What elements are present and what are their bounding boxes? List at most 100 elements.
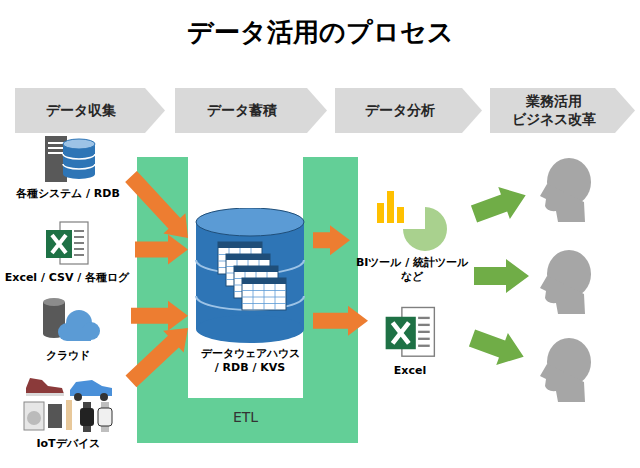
iot-icon — [18, 372, 118, 434]
green-arrow — [466, 322, 529, 373]
drawing-part — [26, 378, 64, 394]
green-arrow — [468, 179, 531, 230]
drawing-part — [275, 284, 276, 310]
drawing-part — [52, 235, 66, 253]
drawing-part — [387, 191, 394, 223]
drawing-part — [74, 242, 84, 244]
flow-arrow — [313, 225, 350, 255]
drawing-part — [66, 400, 72, 430]
drawing-part — [418, 317, 430, 319]
source-item: 各種システム / RDB — [8, 134, 128, 201]
person-head — [540, 276, 585, 314]
drawing-part — [74, 236, 84, 238]
drawing-part — [26, 393, 64, 396]
flow-arrow — [131, 301, 188, 331]
green-arrow — [466, 179, 531, 373]
drawing-part — [67, 330, 91, 341]
bi-icon — [367, 183, 457, 253]
etl-band-shape — [137, 157, 358, 443]
flow-arrow — [126, 328, 188, 387]
drawing-part — [24, 402, 44, 430]
source-label: Excel / CSV / 各種ログ — [5, 271, 129, 285]
drawing-part — [403, 207, 447, 251]
drawing-part — [226, 254, 270, 260]
person-head — [540, 184, 585, 222]
tool-item: BIツール / 統計ツール など — [352, 183, 472, 285]
drawing-part — [48, 404, 62, 428]
drawing-part — [48, 147, 64, 149]
drawing-part — [386, 317, 416, 349]
drawing-part — [74, 254, 84, 256]
drawing-part — [393, 323, 409, 344]
drawing-part — [264, 284, 265, 310]
drawing-part — [242, 278, 286, 310]
tool-label: BIツール / 統計ツール など — [352, 256, 472, 285]
drawing-part — [234, 266, 278, 272]
drawing-part — [63, 169, 95, 179]
step-label: データ分析 — [365, 102, 435, 120]
drawing-part — [63, 139, 95, 149]
drawing-part — [63, 164, 95, 169]
drawing-part — [196, 208, 304, 236]
excel-icon — [42, 220, 92, 268]
source-label: 各種システム / RDB — [16, 187, 120, 201]
flow-arrow — [125, 171, 188, 238]
drawing-part — [397, 207, 404, 223]
drawing-part — [63, 154, 95, 159]
green-arrow — [474, 259, 529, 293]
source-item: IoTデバイス — [8, 372, 128, 451]
drawing-part — [253, 284, 254, 310]
drawing-part — [48, 142, 64, 144]
drawing-part — [418, 338, 430, 340]
step-label: データ収集 — [46, 102, 116, 120]
person-head — [540, 158, 591, 222]
cloud-icon — [33, 296, 103, 346]
person-head — [540, 338, 591, 402]
flow-arrow — [135, 234, 188, 264]
etl-label: ETL — [188, 409, 303, 425]
drawing-part — [46, 230, 72, 258]
flow-arrow — [313, 306, 368, 336]
drawing-part — [418, 324, 430, 326]
storage-cylinder: データウェアハウス / RDB / KVS — [190, 208, 310, 376]
chevron-shape — [175, 88, 327, 133]
drawing-part — [43, 298, 65, 306]
step-chevron: 業務活用 ビジネス改革 — [490, 88, 635, 133]
drawing-part — [74, 230, 84, 232]
excel-icon — [381, 305, 439, 361]
drawing-part — [218, 242, 262, 248]
step-label: データ蓄積 — [207, 102, 277, 120]
step-chevron: データ蓄積 — [175, 88, 327, 133]
tool-label: Excel — [394, 364, 426, 378]
chevron-shape — [335, 88, 482, 133]
tool-item: Excel — [370, 305, 450, 378]
drawing-part — [196, 315, 304, 343]
source-label: IoTデバイス — [36, 437, 99, 451]
drawing-part — [377, 203, 384, 223]
drawing-part — [418, 345, 430, 347]
drawing-part — [242, 278, 286, 284]
person-head — [540, 250, 591, 314]
source-item: クラウド — [8, 296, 128, 363]
drawing-part — [48, 152, 64, 154]
step-chevron: データ収集 — [15, 88, 165, 133]
drawing-part — [418, 331, 430, 333]
source-label: クラウド — [46, 349, 90, 363]
storage-label: データウェアハウス / RDB / KVS — [199, 347, 301, 376]
drawing-part — [100, 393, 108, 401]
step-label: 業務活用 ビジネス改革 — [506, 93, 601, 128]
diagram-title: データ活用のプロセス — [0, 0, 640, 48]
drawing-part — [196, 222, 304, 329]
drawing-part — [80, 408, 94, 426]
chevron-shape — [15, 88, 165, 133]
person-heads — [540, 158, 591, 402]
drawing-part — [98, 408, 112, 426]
drawing-part — [27, 411, 41, 425]
chevron-shape — [490, 88, 635, 133]
server-icon — [33, 134, 103, 184]
drawing-part — [74, 393, 82, 401]
step-chevron: データ分析 — [335, 88, 482, 133]
